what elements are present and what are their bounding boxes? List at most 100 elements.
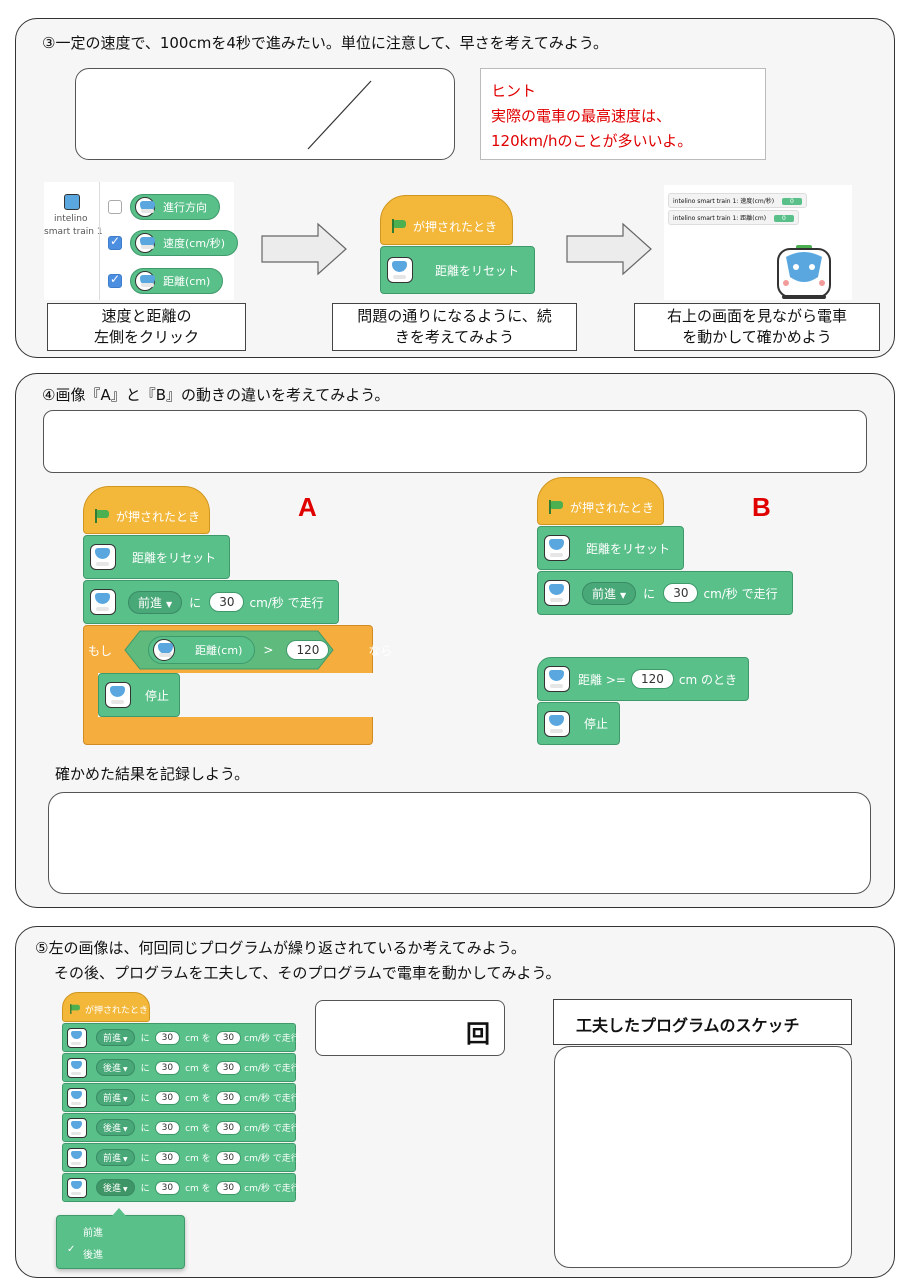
s5-speed-input[interactable]: 30 (215, 1150, 242, 1165)
s5-distance-input[interactable]: 30 (154, 1150, 181, 1165)
b-hat-label: が押されたとき (570, 500, 655, 515)
green-flag-icon (391, 219, 407, 233)
s5-direction-value: 後進 (103, 1124, 122, 1134)
s5-direction-dropdown[interactable]: 前進▼ (96, 1029, 135, 1046)
s5-direction-value: 後進 (103, 1064, 122, 1074)
s5-direction-dropdown[interactable]: 後進▼ (96, 1059, 135, 1076)
s5-hat-label: が押されたとき (85, 1005, 149, 1016)
b-direction-dropdown[interactable]: 前進▼ (582, 581, 637, 605)
speed-answer-box[interactable] (75, 68, 455, 160)
s5-ni: に (140, 1064, 150, 1074)
b-speed-input[interactable]: 30 (663, 583, 699, 603)
speed-monitor-label: intelino smart train 1: 速度(cm/秒) (673, 198, 775, 205)
record-answer-box[interactable] (48, 792, 871, 894)
s5-speed-input[interactable]: 30 (215, 1120, 242, 1135)
s5-distance-input[interactable]: 30 (154, 1180, 181, 1195)
device-name-line-2: smart train 1 (44, 227, 103, 237)
s5-cm: cm を (185, 1184, 211, 1194)
section-4-question: ④画像『A』と『B』の動きの違いを考えてみよう。 (42, 386, 390, 404)
s5-direction-value: 前進 (103, 1154, 122, 1164)
b-when-flag-clicked-block[interactable]: が押されたとき (537, 477, 664, 525)
reporter-speed[interactable]: 速度(cm/秒) (130, 230, 239, 256)
a-drive-block[interactable]: 前進▼ に 30 cm/秒 で走行 (83, 580, 339, 624)
checkbox-speed[interactable] (108, 234, 122, 250)
caption-2-line-1: 問題の通りになるように、続 (357, 307, 552, 325)
sketch-area[interactable] (554, 1046, 852, 1268)
s5-speed-input[interactable]: 30 (215, 1180, 242, 1195)
reporter-direction[interactable]: 進行方向 (130, 194, 220, 220)
train-icon (90, 544, 116, 570)
s5-distance-input[interactable]: 30 (154, 1060, 181, 1075)
b-when-prefix: 距離 >= (578, 672, 626, 687)
speed-monitor: intelino smart train 1: 速度(cm/秒) 0 (668, 193, 807, 208)
caption-2-line-2: きを考えてみよう (394, 328, 515, 346)
s5-direction-dropdown[interactable]: 前進▼ (96, 1089, 135, 1106)
green-flag-icon (94, 509, 110, 523)
s5-distance-input[interactable]: 30 (154, 1090, 181, 1105)
caret-down-icon: ▼ (123, 1186, 128, 1193)
repeat-count-box[interactable]: 回 (315, 1000, 505, 1056)
a-distance-reporter[interactable]: 距離(cm) (148, 636, 256, 664)
s5-suffix: cm/秒 で走行 (244, 1094, 300, 1104)
caption-think-continue: 問題の通りになるように、続 きを考えてみよう (332, 303, 577, 351)
caret-down-icon: ▼ (123, 1156, 128, 1163)
s5-suffix: cm/秒 で走行 (244, 1154, 300, 1164)
s5-direction-dropdown[interactable]: 後進▼ (96, 1179, 135, 1196)
a-speed-input[interactable]: 30 (209, 592, 245, 612)
s5-distance-input[interactable]: 30 (154, 1120, 181, 1135)
dropdown-option-forward[interactable]: 前進 (83, 1228, 103, 1239)
sketch-title-box: 工夫したプログラムのスケッチ (553, 999, 852, 1045)
a-threshold-input[interactable]: 120 (286, 640, 330, 660)
b-drive-ni: に (643, 586, 656, 601)
train-icon (67, 1027, 87, 1048)
s5-direction-dropdown[interactable]: 前進▼ (96, 1149, 135, 1166)
b-stop-block[interactable]: 停止 (537, 702, 620, 745)
a-direction-dropdown[interactable]: 前進▼ (128, 590, 183, 614)
dropdown-option-backward[interactable]: 後進 (83, 1250, 103, 1261)
b-drive-block[interactable]: 前進▼ に 30 cm/秒 で走行 (537, 571, 793, 615)
s5-speed-input[interactable]: 30 (215, 1090, 242, 1105)
a-if-then: なら (368, 643, 393, 658)
s5-ni: に (140, 1124, 150, 1134)
s5-speed-input[interactable]: 30 (215, 1030, 242, 1045)
a-stop-block[interactable]: 停止 (98, 673, 180, 717)
dropdown-pointer (112, 1208, 126, 1216)
b-reset-label: 距離をリセット (586, 541, 671, 556)
s5-ni: に (140, 1034, 150, 1044)
train-icon (67, 1057, 87, 1078)
b-when-value-input[interactable]: 120 (630, 669, 674, 689)
distance-monitor: intelino smart train 1: 距離(cm) 0 (668, 210, 799, 225)
checkbox-direction[interactable] (108, 200, 122, 214)
checkbox-distance[interactable] (108, 272, 122, 288)
stage-monitor: intelino smart train 1: 速度(cm/秒) 0 intel… (664, 185, 852, 300)
when-flag-clicked-block[interactable]: が押されたとき (380, 195, 513, 245)
s5-suffix: cm/秒 で走行 (244, 1124, 300, 1134)
a-when-flag-clicked-block[interactable]: が押されたとき (83, 486, 210, 534)
a-condition[interactable]: 距離(cm) > 120 (148, 636, 334, 664)
reporter-speed-label: 速度(cm/秒) (163, 237, 226, 250)
a-op: > (263, 643, 274, 657)
reporter-distance[interactable]: 距離(cm) (130, 268, 224, 294)
train-icon (67, 1117, 87, 1138)
s5-direction-dropdown[interactable]: 後進▼ (96, 1119, 135, 1136)
a-reset-distance-block[interactable]: 距離をリセット (83, 535, 230, 579)
hint-box: ヒント 実際の電車の最高速度は、 120km/hのことが多いいよ。 (480, 68, 766, 160)
s5-distance-input[interactable]: 30 (154, 1030, 181, 1045)
difference-answer-box[interactable] (43, 410, 867, 473)
b-when-distance-block[interactable]: 距離 >= 120 cm のとき (537, 657, 749, 701)
caret-down-icon: ▼ (123, 1066, 128, 1073)
train-icon (544, 710, 570, 737)
b-reset-distance-block[interactable]: 距離をリセット (537, 526, 684, 570)
train-icon (67, 1147, 87, 1168)
s5-speed-input[interactable]: 30 (215, 1060, 242, 1075)
train-icon (135, 197, 155, 217)
s5-when-flag-clicked-block[interactable]: が押されたとき (62, 992, 150, 1022)
reset-distance-block[interactable]: 距離をリセット (380, 246, 535, 294)
count-unit: 回 (466, 1020, 490, 1048)
